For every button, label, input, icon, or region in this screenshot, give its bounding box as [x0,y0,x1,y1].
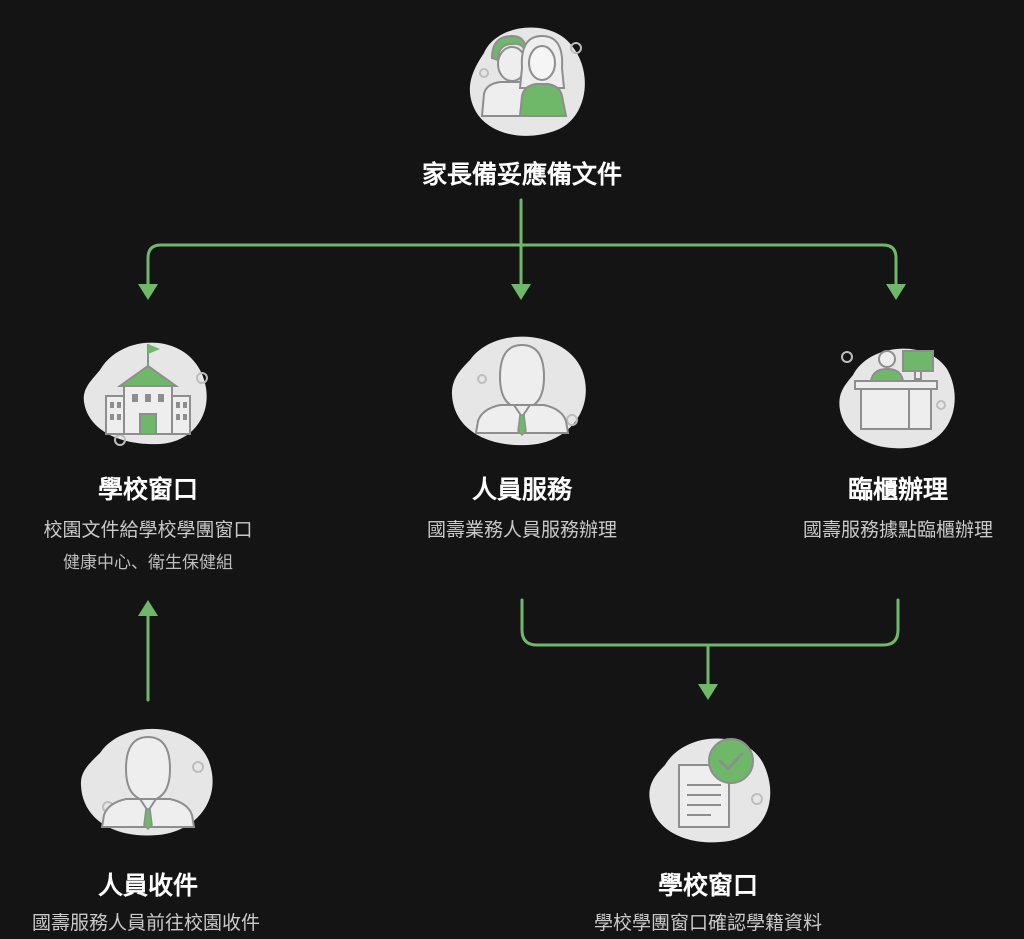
arrowhead-school [138,284,158,300]
parents-title: 家長備妥應備文件 [421,160,623,189]
school-building-icon [83,342,208,446]
school-window-line1: 校園文件給學校學團窗口 [43,519,253,541]
service-counter-icon [839,348,955,449]
person-icon [80,728,213,836]
staff-service-title: 人員服務 [471,475,573,504]
arrowhead-up-school [138,600,158,616]
arrowhead-confirm [698,684,718,700]
counter-service-title: 臨櫃辦理 [847,475,949,504]
staff-service-line1: 國壽業務人員服務辦理 [426,519,618,541]
parents-icon [469,27,585,136]
staff-collect-line1: 國壽服務人員前往校園收件 [31,912,261,934]
school-confirm-line1: 學校學團窗口確認學籍資料 [593,912,823,934]
school-confirm-title: 學校窗口 [657,871,759,900]
person-icon [451,336,586,446]
arrowhead-staff [511,284,531,300]
school-window-title: 學校窗口 [97,475,199,504]
connector-top-branch [146,243,898,286]
arrowhead-counter [886,284,906,300]
staff-collect-title: 人員收件 [97,871,199,900]
counter-service-line1: 國壽服務據點臨櫃辦理 [802,519,994,541]
document-check-icon [649,738,771,843]
connector-bottom-merge [520,598,900,647]
school-window-line2: 健康中心、衛生保健組 [63,553,233,573]
